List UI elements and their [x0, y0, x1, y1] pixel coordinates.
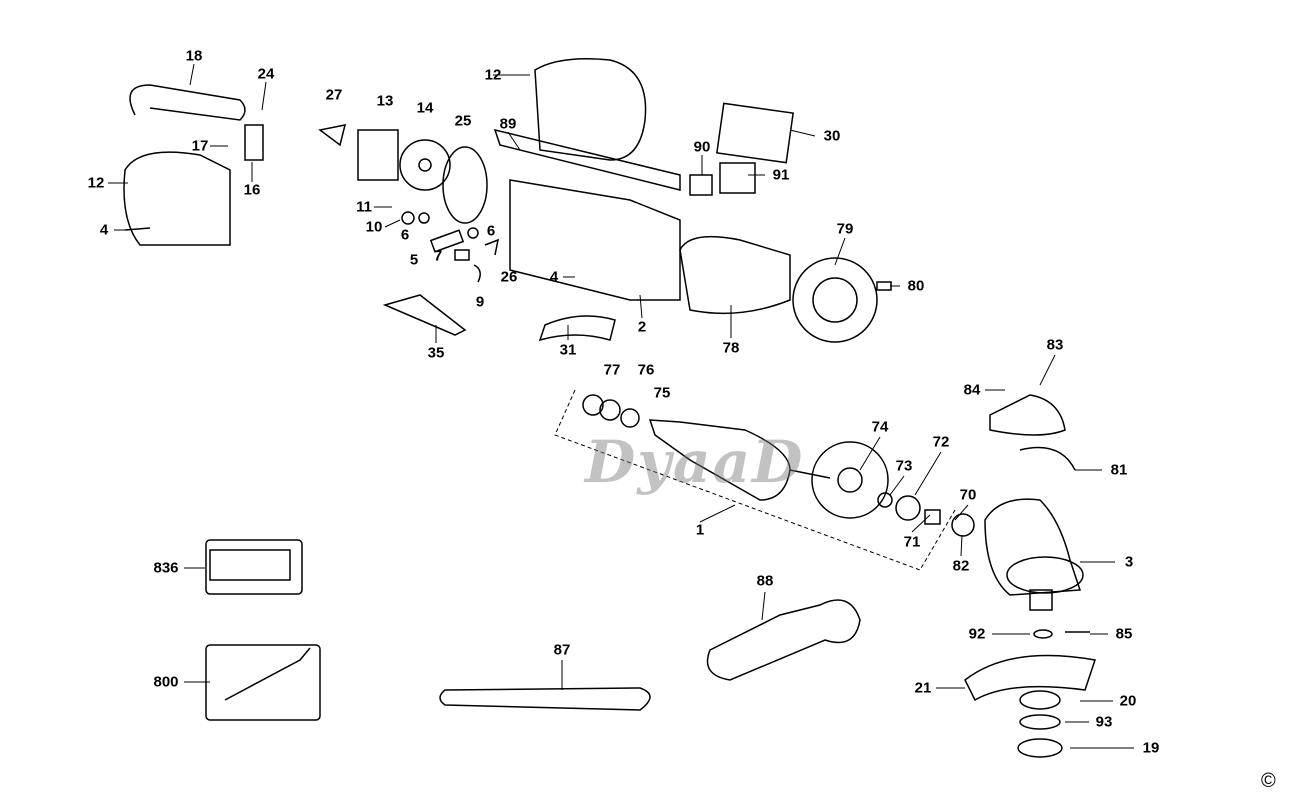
part-label: 31: [559, 341, 577, 359]
part-label: 81: [1110, 461, 1128, 479]
part-label: 12: [484, 66, 502, 84]
spanner-87: [439, 687, 651, 711]
part-label: 77: [603, 361, 621, 379]
part-label: 800: [153, 673, 179, 691]
kit-box-836: [205, 539, 303, 595]
fan-74: [811, 441, 889, 519]
part-label: 88: [756, 572, 774, 590]
part-label: 21: [914, 679, 932, 697]
part-label: 25: [454, 112, 472, 130]
part-label: 71: [903, 533, 921, 551]
part-label: 92: [968, 625, 986, 643]
part-label: 75: [653, 384, 671, 402]
part-label: 16: [243, 181, 261, 199]
part-label: 90: [693, 138, 711, 156]
part-label: 26: [500, 268, 518, 286]
part-label: 14: [416, 99, 434, 117]
part-label: 836: [153, 559, 179, 577]
part-label: 73: [895, 457, 913, 475]
part-label: 70: [959, 486, 977, 504]
motor-housing-2: [509, 179, 681, 301]
part-label: 13: [376, 92, 394, 110]
parts: [123, 58, 1096, 758]
part-label: 4: [99, 221, 109, 239]
cable-18: [129, 84, 246, 121]
side-handle-88: [706, 599, 861, 681]
part-label: 91: [772, 166, 790, 184]
part-label: 80: [907, 277, 925, 295]
part-label: 20: [1119, 692, 1137, 710]
part-label: 24: [257, 65, 275, 83]
cover-83: [989, 394, 1066, 436]
part-label: 1: [695, 521, 705, 539]
part-label: 12: [87, 174, 105, 192]
guard-21: [964, 654, 1096, 702]
part-label: 82: [952, 557, 970, 575]
rear-housing-12: [123, 151, 231, 246]
part-label: 6: [486, 222, 496, 240]
part-label: 27: [325, 86, 343, 104]
part-label: 78: [722, 339, 740, 357]
part-label: 79: [836, 220, 854, 238]
part-label: 76: [637, 361, 655, 379]
part-label: 87: [553, 641, 571, 659]
part-label: 3: [1124, 553, 1134, 571]
part-label: 7: [433, 247, 443, 265]
part-label: 72: [932, 433, 950, 451]
part-label: 35: [427, 344, 445, 362]
part-label: 18: [185, 47, 203, 65]
part-label: 30: [823, 127, 841, 145]
leader-lines: [108, 63, 1134, 749]
part-label: 83: [1046, 336, 1064, 354]
part-label: 93: [1095, 713, 1113, 731]
part-label: 2: [637, 318, 647, 336]
part-label: 17: [191, 137, 209, 155]
part-label: 84: [963, 381, 981, 399]
part-label: 9: [475, 293, 485, 311]
copyright-symbol: ©: [1261, 770, 1276, 792]
part-label: 89: [499, 115, 517, 133]
part-label: 6: [400, 226, 410, 244]
kit-box-800: [205, 644, 321, 721]
gear-head-3: [984, 498, 1082, 596]
part-label: 4: [549, 268, 559, 286]
part-label: 85: [1115, 625, 1133, 643]
watermark-logo: DyaaD: [585, 428, 805, 496]
field-housing-12: [534, 58, 647, 161]
part-label: 10: [365, 218, 383, 236]
part-label: 11: [356, 198, 372, 216]
part-label: 5: [409, 251, 419, 269]
part-label: 19: [1142, 739, 1160, 757]
part-label: 74: [871, 418, 889, 436]
stator-78: [679, 235, 791, 315]
